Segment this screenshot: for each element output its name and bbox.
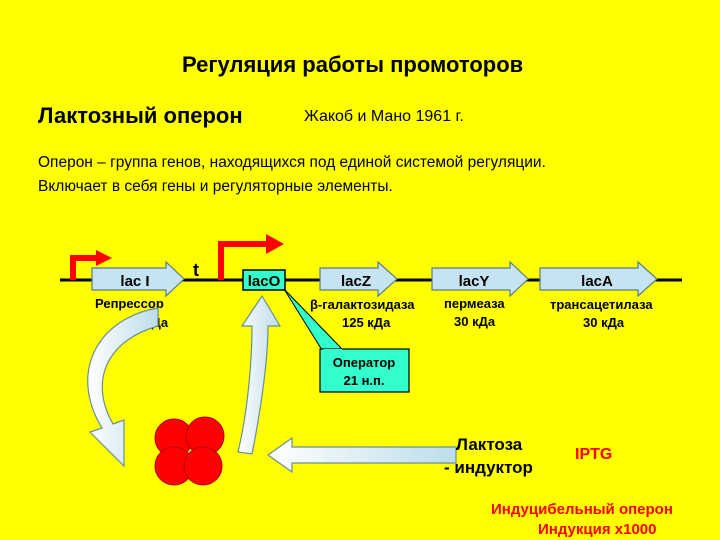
protein-permease-name: пермеаза bbox=[444, 296, 505, 311]
gene-label-lacZ: lacZ bbox=[341, 273, 371, 290]
protein-permease-size: 30 кДа bbox=[454, 314, 496, 329]
protein-repressor-name: Репрессор bbox=[95, 296, 164, 311]
gene-label-lacI: lac I bbox=[120, 273, 149, 290]
operator-box bbox=[242, 269, 286, 291]
description-line-1: Оперон – группа генов, находящихся под е… bbox=[38, 154, 546, 171]
operator-callout-line1: Оператор bbox=[333, 355, 396, 370]
inducer-label-line2: - индуктор bbox=[444, 458, 533, 477]
inducer-label-line1: Лактоза bbox=[456, 435, 523, 454]
protein-transacetylase-size: 30 кДа bbox=[583, 315, 625, 330]
inducer-arrow bbox=[266, 436, 457, 474]
promoter-lacI-arrowhead bbox=[96, 250, 112, 266]
repressor-synthesis-arrow bbox=[87, 307, 159, 468]
gene-arrow-lacI bbox=[91, 260, 185, 298]
promoter-lacI-arrow bbox=[70, 255, 98, 280]
operator-callout-box bbox=[319, 348, 410, 393]
footer-line2: Индукция х1000 bbox=[538, 521, 656, 538]
gene-label-lacY: lacY bbox=[459, 273, 490, 290]
protein-galactosidase-size: 125 кДа bbox=[342, 315, 391, 330]
section-heading: Лактозный оперон bbox=[38, 103, 243, 128]
page-title: Регуляция работы промоторов bbox=[182, 52, 524, 77]
repressor-tetramer bbox=[154, 416, 225, 486]
gene-label-lacA: lacA bbox=[581, 273, 613, 290]
description-line-2: Включает в себя гены и регуляторные элем… bbox=[38, 178, 393, 195]
protein-galactosidase-name: β-галактозидаза bbox=[310, 297, 415, 312]
promoter-main-arrow bbox=[218, 241, 268, 280]
footer-line1: Индуцибельный оперон bbox=[491, 501, 673, 518]
repressor-binding-arrow bbox=[237, 294, 282, 455]
gene-arrow-lacY bbox=[431, 260, 529, 298]
iptg-label: IPTG bbox=[575, 446, 612, 463]
gene-arrow-lacZ bbox=[319, 260, 398, 298]
operator-callout-line2: 21 н.п. bbox=[344, 373, 385, 388]
gene-label-lacO: lacO bbox=[248, 273, 281, 290]
protein-transacetylase-name: трансацетилаза bbox=[550, 297, 653, 312]
terminator-label: t bbox=[193, 260, 199, 280]
gene-arrow-lacA bbox=[539, 260, 658, 298]
authors-reference: Жакоб и Мано 1961 г. bbox=[304, 108, 464, 125]
promoter-main-arrowhead bbox=[266, 234, 284, 254]
